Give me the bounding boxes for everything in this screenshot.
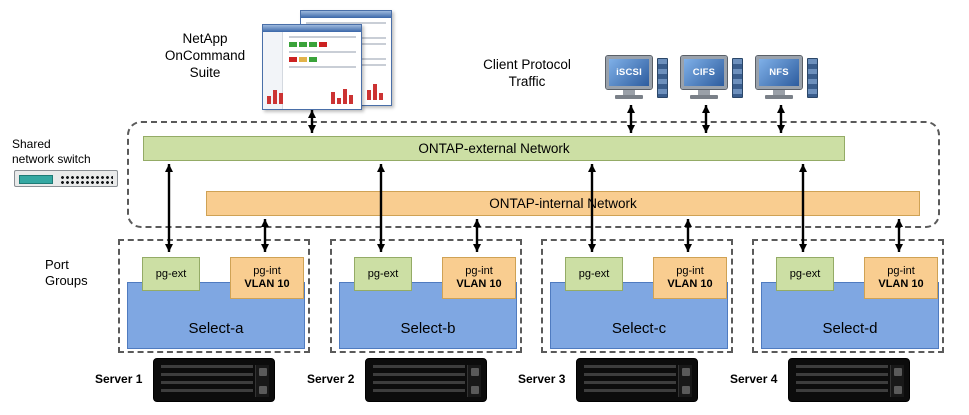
mini-bar-chart [367, 84, 383, 100]
pg-int-box: pg-int VLAN 10 [230, 257, 304, 299]
pg-int-box: pg-int VLAN 10 [653, 257, 727, 299]
pg-ext-label: pg-ext [367, 267, 399, 280]
rack-slats [373, 365, 465, 397]
mini-status-chips [289, 42, 356, 47]
server-rack-icon [788, 358, 910, 402]
window-titlebar [301, 11, 391, 18]
pg-ext-label: pg-ext [789, 267, 821, 280]
pg-ext-label: pg-ext [578, 267, 610, 280]
server-rack-icon [153, 358, 275, 402]
rack-slats [161, 365, 253, 397]
pg-ext-box: pg-ext [565, 257, 623, 291]
monitor-stand [623, 90, 635, 95]
pg-int-label: pg-int [253, 265, 281, 277]
pg-int-box: pg-int VLAN 10 [864, 257, 938, 299]
vlan-label: VLAN 10 [456, 278, 502, 290]
port-groups-line1: Port [45, 257, 69, 272]
select-node-box: Select-b [339, 282, 517, 349]
window-sidebar [263, 32, 283, 109]
mini-text-row [289, 66, 356, 68]
select-node-box: Select-d [761, 282, 939, 349]
select-node-label: Select-c [611, 320, 667, 337]
oncommand-screenshot-front [262, 24, 362, 110]
pg-int-label: pg-int [676, 265, 704, 277]
monitor-stand [698, 90, 710, 95]
select-node-label: Select-d [822, 320, 878, 337]
mini-status-chips [289, 57, 356, 62]
monitor-base [615, 95, 643, 99]
monitor-stand [773, 90, 785, 95]
server-3-label: Server 3 [518, 372, 566, 386]
select-node-label: Select-a [188, 320, 244, 337]
mini-text-row [306, 22, 386, 24]
server-rack-icon [365, 358, 487, 402]
ontap-external-network-bar: ONTAP-external Network [143, 136, 845, 161]
pg-int-box: pg-int VLAN 10 [442, 257, 516, 299]
pg-ext-label: pg-ext [155, 267, 187, 280]
node-group-select-d: Select-d pg-ext pg-int VLAN 10 [752, 239, 944, 353]
client-traffic-line1: Client Protocol [483, 57, 571, 72]
oncommand-label-line2: OnCommand [164, 48, 246, 63]
mini-bar-chart [331, 89, 353, 104]
node-group-select-a: Select-a pg-ext pg-int VLAN 10 [118, 239, 310, 353]
switch-display [19, 175, 53, 184]
rack-side-panel [890, 365, 904, 397]
node-group-select-b: Select-b pg-ext pg-int VLAN 10 [330, 239, 522, 353]
server-rack-icon [576, 358, 698, 402]
rack-slats [584, 365, 676, 397]
monitor-base [690, 95, 718, 99]
client-nfs: NFS [755, 55, 820, 106]
port-groups-line2: Groups [45, 273, 88, 288]
port-groups-label: Port Groups [45, 257, 88, 289]
server-4-label: Server 4 [730, 372, 778, 386]
vlan-label: VLAN 10 [244, 278, 290, 290]
internal-network-label: ONTAP-internal Network [489, 196, 637, 211]
monitor-icon: NFS [755, 55, 803, 90]
server-1-label: Server 1 [95, 372, 143, 386]
client-protocol-label: NFS [769, 67, 789, 78]
client-cifs: CIFS [680, 55, 745, 106]
mini-bar-chart [267, 90, 283, 104]
shared-switch-label: Shared network switch [12, 137, 91, 167]
monitor-icon: iSCSI [605, 55, 653, 90]
pg-ext-box: pg-ext [354, 257, 412, 291]
computer-tower-icon [657, 58, 668, 98]
network-switch-icon [14, 170, 118, 187]
pg-int-label: pg-int [465, 265, 493, 277]
switch-ports [59, 174, 113, 185]
select-node-label: Select-b [400, 320, 456, 337]
vlan-label: VLAN 10 [667, 278, 713, 290]
client-protocol-label: CIFS [692, 67, 716, 78]
rack-side-panel [255, 365, 269, 397]
oncommand-label-line1: NetApp [182, 31, 228, 46]
computer-tower-icon [807, 58, 818, 98]
pg-int-label: pg-int [887, 265, 915, 277]
computer-tower-icon [732, 58, 743, 98]
oncommand-label-line3: Suite [189, 65, 221, 80]
client-protocol-traffic-label: Client Protocol Traffic [472, 56, 582, 90]
client-protocol-label: iSCSI [616, 67, 642, 78]
monitor-base [765, 95, 793, 99]
network-switch-boundary [127, 121, 940, 228]
server-2-label: Server 2 [307, 372, 355, 386]
mini-text-row [289, 36, 356, 38]
client-iscsi: iSCSI [605, 55, 670, 106]
monitor-icon: CIFS [680, 55, 728, 90]
pg-ext-box: pg-ext [776, 257, 834, 291]
shared-switch-line2: network switch [12, 152, 91, 166]
shared-switch-line1: Shared [12, 137, 51, 151]
external-network-label: ONTAP-external Network [418, 141, 570, 156]
oncommand-suite-label: NetApp OnCommand Suite [145, 30, 265, 81]
ontap-internal-network-bar: ONTAP-internal Network [206, 191, 920, 216]
vlan-label: VLAN 10 [878, 278, 924, 290]
mini-text-row [289, 51, 356, 53]
rack-side-panel [678, 365, 692, 397]
window-titlebar [263, 25, 361, 32]
node-group-select-c: Select-c pg-ext pg-int VLAN 10 [541, 239, 733, 353]
rack-slats [796, 365, 888, 397]
pg-ext-box: pg-ext [142, 257, 200, 291]
rack-side-panel [467, 365, 481, 397]
client-traffic-line2: Traffic [508, 74, 546, 89]
